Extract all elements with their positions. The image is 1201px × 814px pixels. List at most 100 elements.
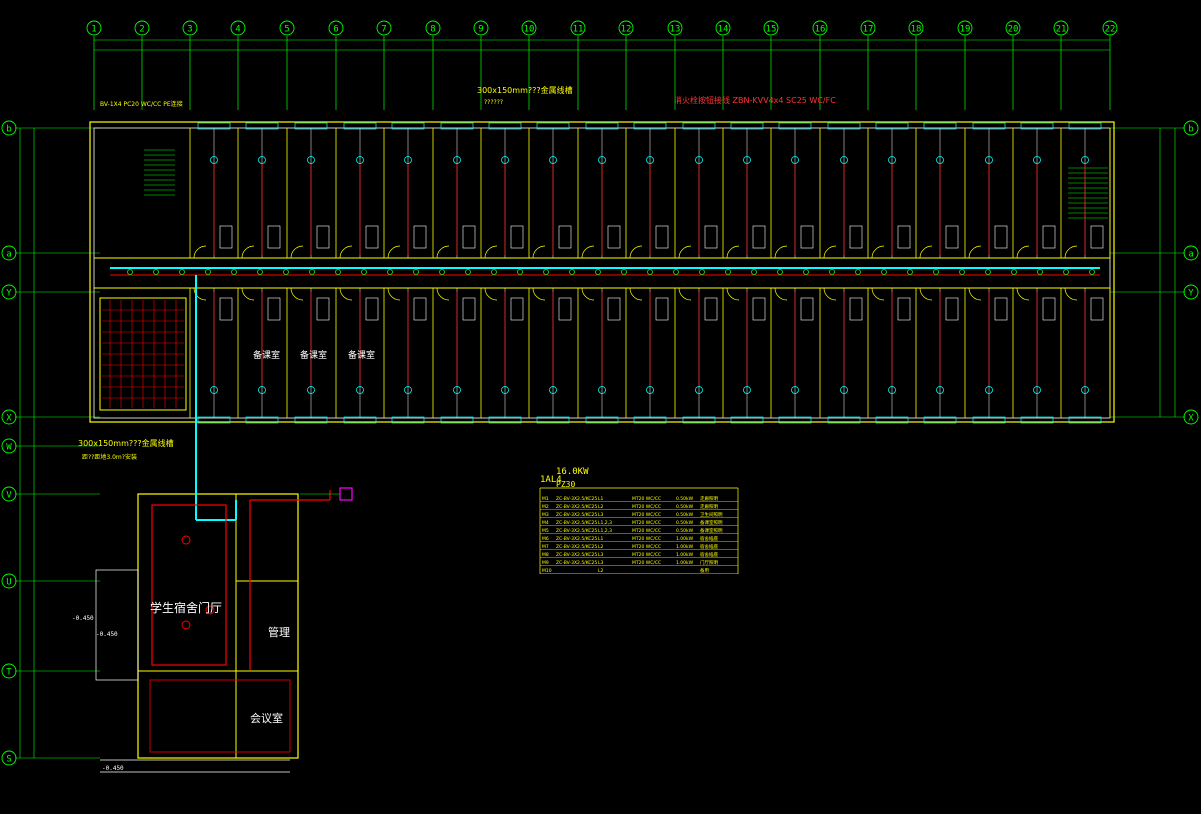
top-duct-label: 300x150mm???金属线槽: [477, 85, 573, 95]
panel-cell: L2: [598, 544, 604, 550]
axis-label-col-4: 4: [235, 25, 240, 35]
hall-wiring-loop: [151, 504, 227, 666]
axis-bubble-row-Y: [1, 284, 17, 300]
window: [1020, 416, 1054, 424]
bath-fixture: [1042, 297, 1056, 321]
corridor-lamp: [699, 269, 705, 275]
window: [245, 122, 279, 130]
panel-cell: 0.50kW: [676, 504, 694, 510]
bath-fixture: [510, 225, 524, 249]
door-swing: [484, 245, 498, 259]
room-lamp: [695, 156, 703, 164]
corridor-lamp: [361, 269, 367, 275]
door-swing: [290, 245, 304, 259]
window: [633, 416, 667, 424]
panel-cell: 宿舍插座: [700, 535, 718, 542]
panel-cell: MT20 WC/CC: [632, 512, 661, 518]
bath-fixture: [800, 225, 814, 249]
room-lamp: [549, 156, 557, 164]
corridor-lamp: [647, 269, 653, 275]
hall-lamp: [181, 620, 191, 630]
axis-label-row-S: S: [6, 755, 11, 765]
panel-cell: L3: [598, 552, 604, 558]
corridor-lamp: [907, 269, 913, 275]
window: [633, 122, 667, 130]
room-lamp: [356, 386, 364, 394]
panel-cell: L3: [598, 560, 604, 566]
panel-cell: M1: [542, 496, 549, 502]
corridor-lamp: [387, 269, 393, 275]
door-swing: [919, 287, 933, 301]
room-lamp: [646, 156, 654, 164]
room-lamp: [888, 156, 896, 164]
axis-bubble-col-11: [570, 20, 586, 36]
window: [391, 122, 425, 130]
window: [778, 122, 812, 130]
room-lamp: [307, 156, 315, 164]
window: [294, 122, 328, 130]
window: [1020, 122, 1054, 130]
axis-label-col-1: 1: [91, 25, 96, 35]
axis-label-row-b: b: [6, 125, 11, 135]
corridor-lamp: [855, 269, 861, 275]
door-swing: [193, 287, 207, 301]
door-swing: [678, 287, 692, 301]
window: [875, 416, 909, 424]
entrance-steps: [95, 569, 139, 681]
panel-cell: ZC-BV-3X2.5/KC25: [556, 512, 597, 518]
panel-cell: 宿舍插座: [700, 543, 718, 550]
corridor-lamp: [205, 269, 211, 275]
axis-label-row-X: X: [6, 414, 12, 424]
window: [923, 416, 957, 424]
panel-cell: 备课室照明: [700, 527, 723, 534]
door-swing: [436, 245, 450, 259]
corridor-lamp: [881, 269, 887, 275]
axis-label-row-T: T: [6, 668, 12, 678]
axis-label-col-3: 3: [187, 25, 192, 35]
axis-label-col-5: 5: [284, 25, 289, 35]
axis-bubble-row-W: [1, 438, 17, 454]
axis-label-col-20: 20: [1008, 25, 1019, 35]
axis-bubble-col-1: [86, 20, 102, 36]
door-swing: [436, 287, 450, 301]
panel-cell: 1.00kW: [676, 552, 694, 558]
storage-room-label: 备课室: [253, 349, 280, 361]
bath-fixture: [267, 225, 281, 249]
axis-bubble-row-X: [1183, 409, 1199, 425]
door-swing: [871, 287, 885, 301]
axis-bubble-col-20: [1005, 20, 1021, 36]
corridor-lamp: [621, 269, 627, 275]
panel-cell: M2: [542, 504, 549, 510]
corridor-lamp: [673, 269, 679, 275]
room-lamp: [985, 386, 993, 394]
axis-bubble-col-22: [1102, 20, 1118, 36]
room-lamp: [1033, 156, 1041, 164]
panel-cell: M3: [542, 512, 549, 518]
corridor-lamp: [231, 269, 237, 275]
axis-bubble-col-4: [230, 20, 246, 36]
panel-cell: 1.00kW: [676, 560, 694, 566]
room-lamp: [549, 386, 557, 394]
panel-cell: ZC-BV-3X2.5/KC25: [556, 528, 597, 534]
room-lamp: [210, 156, 218, 164]
panel-cell: M10: [542, 568, 552, 574]
bath-fixture: [994, 297, 1008, 321]
door-swing: [1064, 287, 1078, 301]
door-swing: [387, 287, 401, 301]
corridor-lamp: [777, 269, 783, 275]
window: [536, 122, 570, 130]
corridor-lamp: [595, 269, 601, 275]
corridor-lamp: [309, 269, 315, 275]
axis-label-row-X: X: [1188, 414, 1194, 424]
axis-label-col-15: 15: [766, 25, 777, 35]
axis-bubble-row-U: [1, 573, 17, 589]
panel-cell: 宿舍插座: [700, 551, 718, 558]
axis-label-col-22: 22: [1105, 25, 1116, 35]
window: [827, 416, 861, 424]
corridor-lamp: [829, 269, 835, 275]
panel-cell: MT20 WC/CC: [632, 520, 661, 526]
